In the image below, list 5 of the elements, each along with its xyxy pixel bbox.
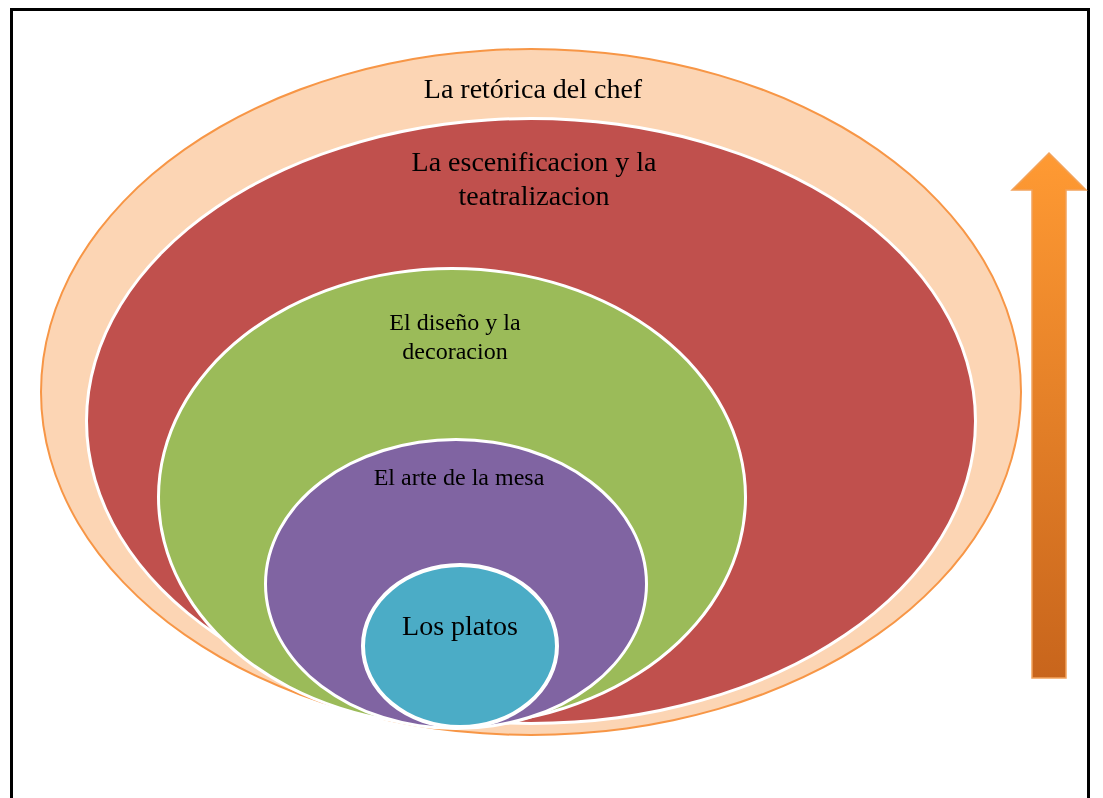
- ellipse-label: El diseño y la decoracion: [388, 308, 522, 366]
- ellipse-label: La retórica del chef: [422, 72, 644, 106]
- ellipse-label: El arte de la mesa: [372, 463, 546, 492]
- ellipse-label: La escenificacion y la teatralizacion: [410, 145, 658, 213]
- ellipse-label: Los platos: [401, 609, 519, 643]
